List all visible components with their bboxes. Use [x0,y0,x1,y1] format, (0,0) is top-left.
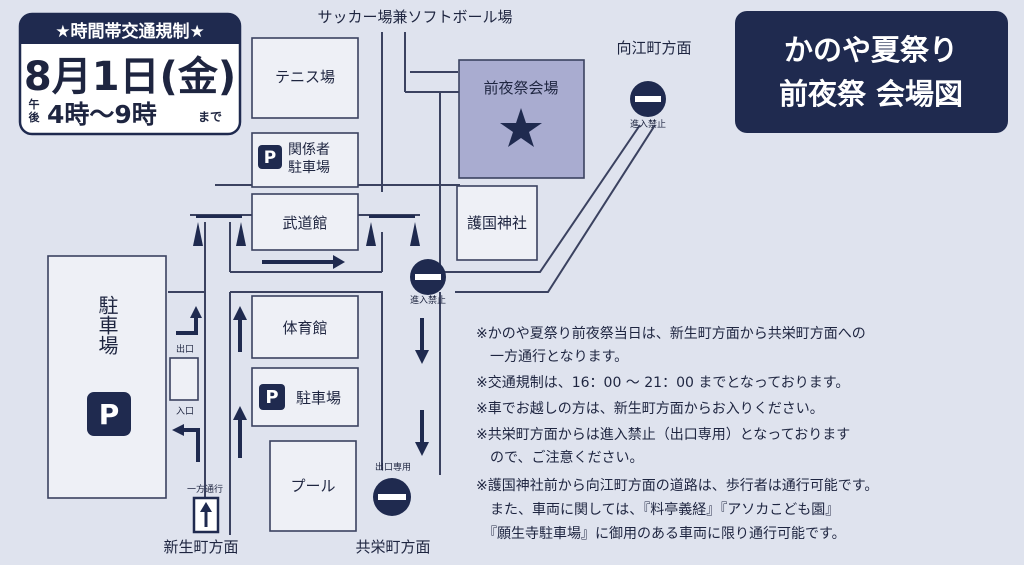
gokoku-shrine: 護国神社 [456,185,538,261]
note-line: ※交通規制は、16：00 〜 21：00 までとなっております。 [476,374,849,391]
pool: プール [269,440,357,532]
entrance-label: 入口 [176,406,194,417]
traffic-time-badge: ★時間帯交通規制★ 8月1日(金) 午 後 4時〜9時 まで [18,12,242,136]
map-title: かのや夏祭り 前夜祭 会場図 [735,11,1008,133]
svg-text:P: P [265,387,278,408]
badge-time: 4時〜9時 [47,100,157,129]
shinsei-direction-label: 新生町方面 [163,538,238,556]
gymnasium: 体育館 [251,295,359,359]
badge-header: ★時間帯交通規制★ [55,21,204,42]
no-entry-sign-icon [630,81,666,117]
parking-icon [87,392,131,436]
main-parking: 駐車場 P [47,255,167,499]
badge-suffix: まで [198,110,222,124]
venue-label: 前夜祭会場 [483,79,558,97]
svg-text:体育館: 体育館 [282,319,327,337]
gate-booth [169,357,199,401]
note-line: 一方通行となります。 [476,349,628,365]
road-network [168,32,656,535]
budokan: 武道館 [251,193,359,251]
title-line-2: 前夜祭 会場図 [779,77,963,111]
event-venue: 前夜祭会場 [458,59,585,179]
note-line: また、車両に関しては、『料亭義経』『アソカこども園』 [476,501,839,518]
parking-lot: P 駐車場 [251,367,359,427]
star-icon [500,108,542,147]
badge-ampm-top: 午 [29,97,40,111]
svg-text:関係者: 関係者 [288,142,330,158]
note-line: ※共栄町方面からは進入禁止（出口専用）となっております [476,427,850,443]
svg-text:P: P [99,398,120,431]
note-line: ので、ご注意ください。 [476,449,643,466]
badge-ampm-bottom: 後 [29,110,41,124]
svg-text:プール: プール [290,477,335,495]
note-line: ※車でお越しの方は、新生町方面からお入りください。 [476,400,824,417]
note-line: 『願生寺駐車場』に御用のある車両に限り通行可能です。 [476,525,846,542]
no-entry-sign-icon [373,478,411,516]
title-line-1: かのや夏祭り [784,33,958,67]
no-entry-label-1: 進入禁止 [630,118,666,130]
staff-parking: P 関係者 駐車場 [251,132,359,188]
traffic-cone-icon [366,215,420,246]
tennis-court: テニス場 [251,37,359,119]
badge-date: 8月1日(金) [24,54,236,100]
svg-text:テニス場: テニス場 [275,68,335,86]
svg-text:護国神社: 護国神社 [467,214,527,232]
notes-block: ※かのや夏祭り前夜祭当日は、新生町方面から共栄町方面への 一方通行となります。 … [476,325,878,542]
exit-label: 出口 [176,343,194,355]
direction-arrows [172,255,429,462]
svg-text:駐車場: 駐車場 [288,159,330,176]
svg-text:P: P [264,148,276,168]
svg-text:駐車場: 駐車場 [95,295,119,355]
soccer-field-label: サッカー場兼ソフトボール場 [317,8,512,26]
kyoei-direction-label: 共栄町方面 [355,538,430,556]
note-line: ※かのや夏祭り前夜祭当日は、新生町方面から共栄町方面への [476,325,866,342]
one-way-label: 一方通行 [187,483,223,495]
note-line: ※護国神社前から向江町方面の道路は、歩行者は通行可能です。 [476,477,878,494]
mukae-direction-label: 向江町方面 [616,39,691,57]
exit-only-label: 出口専用 [375,461,411,473]
svg-text:武道館: 武道館 [282,214,327,232]
parking-icon [258,145,282,169]
svg-text:駐車場: 駐車場 [296,389,341,407]
no-entry-label-2: 進入禁止 [410,294,446,306]
traffic-cone-icon [193,215,246,246]
one-way-sign-icon [192,496,220,534]
parking-icon [259,384,285,410]
no-entry-sign-icon [410,259,446,295]
